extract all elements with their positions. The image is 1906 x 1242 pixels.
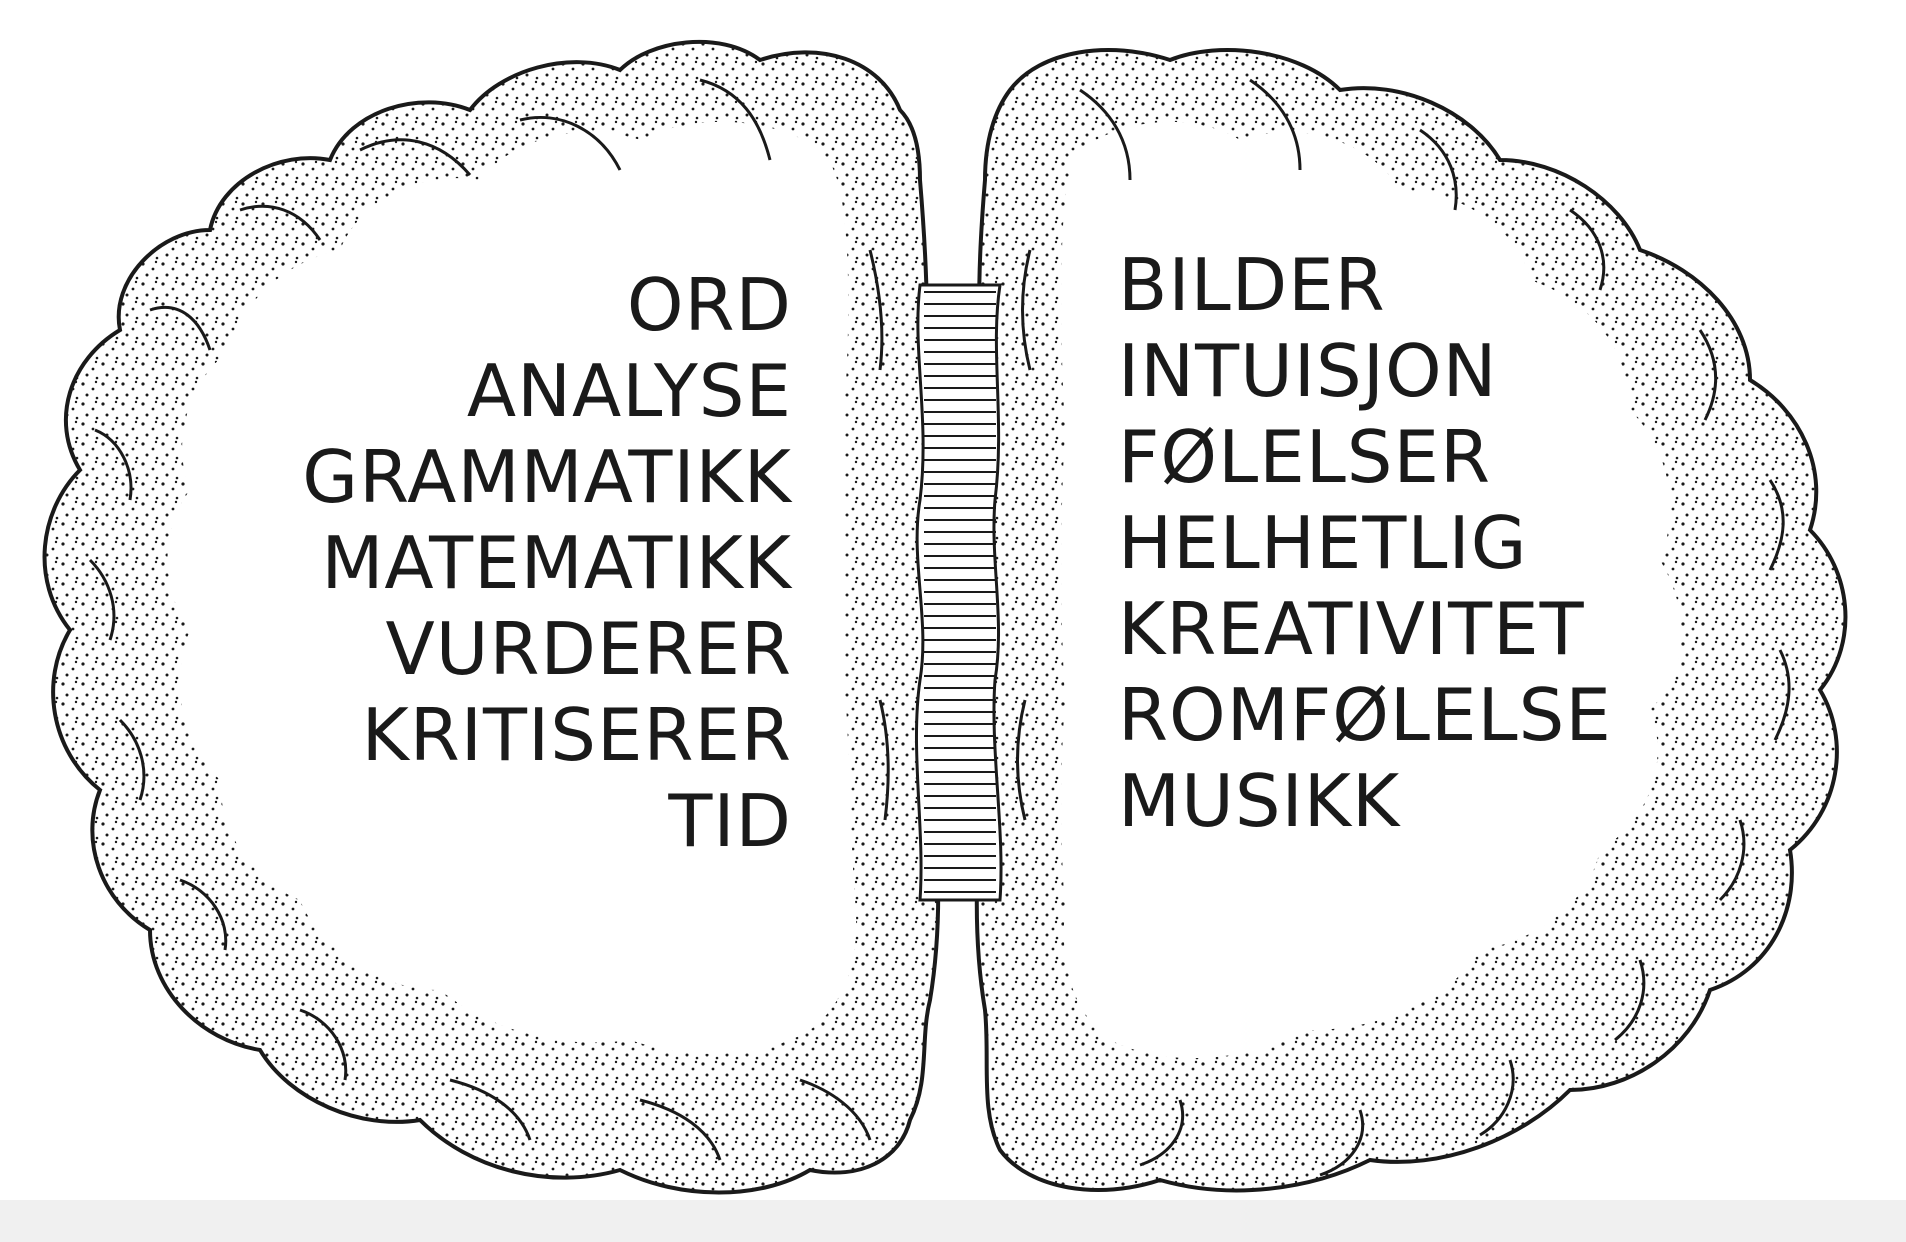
left-word-analyse: ANALYSE [140, 348, 792, 434]
left-word-tid: TID [140, 778, 792, 864]
right-word-romfolelse: ROMFØLELSE [1118, 672, 1758, 758]
right-word-intuisjon: INTUISJON [1118, 328, 1758, 414]
right-word-bilder: BILDER [1118, 242, 1758, 328]
left-word-grammatikk: GRAMMATIKK [140, 434, 792, 520]
right-word-folelser: FØLELSER [1118, 414, 1758, 500]
left-word-matematikk: MATEMATIKK [140, 520, 792, 606]
right-word-kreativitet: KREATIVITET [1118, 586, 1758, 672]
left-hemisphere-word-list: ORD ANALYSE GRAMMATIKK MATEMATIKK VURDER… [140, 262, 792, 864]
bottom-bar [0, 1200, 1906, 1242]
left-word-ord: ORD [140, 262, 792, 348]
left-word-kritiserer: KRITISERER [140, 692, 792, 778]
corpus-callosum [916, 285, 1001, 900]
right-word-helhetlig: HELHETLIG [1118, 500, 1758, 586]
right-word-musikk: MUSIKK [1118, 758, 1758, 844]
right-hemisphere-word-list: BILDER INTUISJON FØLELSER HELHETLIG KREA… [1118, 242, 1758, 844]
left-word-vurderer: VURDERER [140, 606, 792, 692]
